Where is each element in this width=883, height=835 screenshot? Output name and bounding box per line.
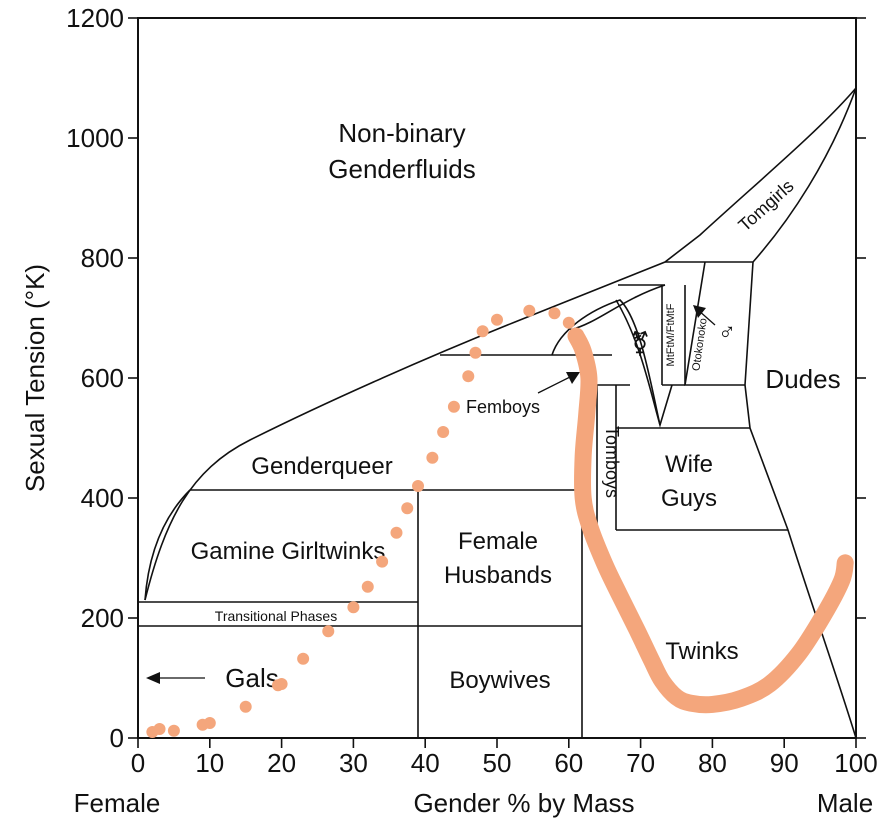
overlay-dot bbox=[239, 700, 252, 713]
label-dudes: Dudes bbox=[765, 364, 840, 394]
annotation-arrows bbox=[146, 305, 716, 684]
label-female-husbands-1: Female bbox=[458, 528, 538, 555]
overlay-dot bbox=[390, 526, 403, 539]
femboys-arrow bbox=[537, 374, 575, 394]
plot-frame bbox=[137, 17, 857, 739]
gals-arrowhead bbox=[146, 672, 160, 684]
overlay-solid-path bbox=[567, 327, 854, 714]
femboy-lens bbox=[551, 299, 661, 426]
label-tomgirls: Tomgirls bbox=[734, 176, 797, 236]
overlay-dot bbox=[376, 555, 389, 568]
y-axis-label: Sexual Tension (°K) bbox=[20, 264, 50, 492]
x-axis-ticks: 0 10 20 30 40 50 60 70 80 90 100 bbox=[131, 738, 878, 778]
x-tick-label: 10 bbox=[195, 748, 224, 778]
x-tick-label: 100 bbox=[834, 748, 877, 778]
label-nonbinary-2: Genderfluids bbox=[328, 154, 475, 184]
region-labels: Non-binary Genderfluids Tomgirls Genderq… bbox=[191, 118, 841, 694]
x-axis-right-end-label: Male bbox=[817, 788, 873, 818]
y-tick-label: 1000 bbox=[66, 123, 124, 153]
x-axis-left-end-label: Female bbox=[74, 788, 161, 818]
label-femboys: Femboys bbox=[466, 397, 540, 417]
lower-v bbox=[615, 299, 673, 428]
x-tick-label: 0 bbox=[131, 748, 145, 778]
overlay-dot bbox=[401, 502, 414, 515]
femboy-lens-inner bbox=[569, 284, 666, 331]
overlay-dot bbox=[153, 723, 166, 735]
label-twinks: Twinks bbox=[665, 638, 738, 665]
trans-symbol-icon: ⚧ bbox=[630, 330, 650, 358]
y-tick-label: 400 bbox=[81, 483, 124, 513]
overlay-dot bbox=[412, 480, 425, 492]
overlay-dot bbox=[203, 717, 216, 729]
x-tick-label: 70 bbox=[626, 748, 655, 778]
otokonoko-arrowhead bbox=[693, 305, 706, 318]
overlay-dot bbox=[562, 316, 575, 329]
x-tick-label: 80 bbox=[698, 748, 727, 778]
y-axis-ticks: 0 200 400 600 800 1000 1200 bbox=[66, 3, 866, 753]
label-gals: Gals bbox=[225, 663, 278, 693]
overlay-dot bbox=[322, 625, 335, 638]
x-axis-label: Gender % by Mass bbox=[413, 788, 634, 818]
label-female-husbands-2: Husbands bbox=[444, 562, 552, 589]
label-tomboys: Tomboys bbox=[602, 426, 622, 498]
otokonoko-wedge bbox=[684, 261, 745, 386]
overlay-dot bbox=[476, 325, 489, 338]
overlay-dot bbox=[361, 580, 374, 593]
x-tick-label: 50 bbox=[483, 748, 512, 778]
y-tick-label: 0 bbox=[110, 723, 124, 753]
x-tick-label: 90 bbox=[770, 748, 799, 778]
overlay-dot bbox=[447, 400, 460, 413]
label-otokonoko: Otokonoko bbox=[690, 317, 709, 371]
overlay-dot bbox=[548, 307, 561, 320]
overlay-dot bbox=[491, 313, 503, 326]
phase-boundaries bbox=[138, 87, 857, 739]
x-tick-label: 40 bbox=[411, 748, 440, 778]
label-boywives: Boywives bbox=[449, 667, 550, 694]
y-tick-label: 200 bbox=[81, 603, 124, 633]
overlay-dot bbox=[523, 304, 536, 317]
y-tick-label: 600 bbox=[81, 363, 124, 393]
label-nonbinary-1: Non-binary bbox=[338, 118, 465, 148]
x-tick-label: 60 bbox=[554, 748, 583, 778]
label-genderqueer: Genderqueer bbox=[251, 453, 392, 480]
label-mtf: MtFtM/FtMtF bbox=[665, 303, 677, 366]
femboys-arrowhead bbox=[566, 372, 580, 384]
y-tick-label: 800 bbox=[81, 243, 124, 273]
label-transitional: Transitional Phases bbox=[215, 608, 337, 624]
x-tick-label: 20 bbox=[267, 748, 296, 778]
male-symbol-icon: ♂ bbox=[718, 319, 736, 346]
tomgirls-lower-curve bbox=[665, 87, 857, 263]
label-wife-guys-2: Guys bbox=[661, 485, 717, 512]
y-tick-label: 1200 bbox=[66, 3, 124, 33]
overlay-dot bbox=[469, 346, 482, 359]
overlay-dot bbox=[426, 451, 439, 464]
x-tick-label: 30 bbox=[339, 748, 368, 778]
overlay-dot bbox=[275, 678, 288, 690]
overlay-dot bbox=[297, 652, 310, 665]
gamine-left-curve bbox=[144, 489, 191, 601]
outer-boundary-curve bbox=[144, 87, 857, 601]
overlay-dotted-path bbox=[146, 304, 575, 738]
overlay-dot bbox=[167, 724, 180, 737]
dudes-left-edge bbox=[744, 261, 857, 739]
overlay-dot bbox=[462, 370, 475, 383]
label-gamine: Gamine Girltwinks bbox=[191, 538, 386, 565]
overlay-dot bbox=[437, 426, 450, 438]
label-wife-guys-1: Wife bbox=[665, 451, 713, 478]
overlay-dot bbox=[347, 601, 360, 614]
